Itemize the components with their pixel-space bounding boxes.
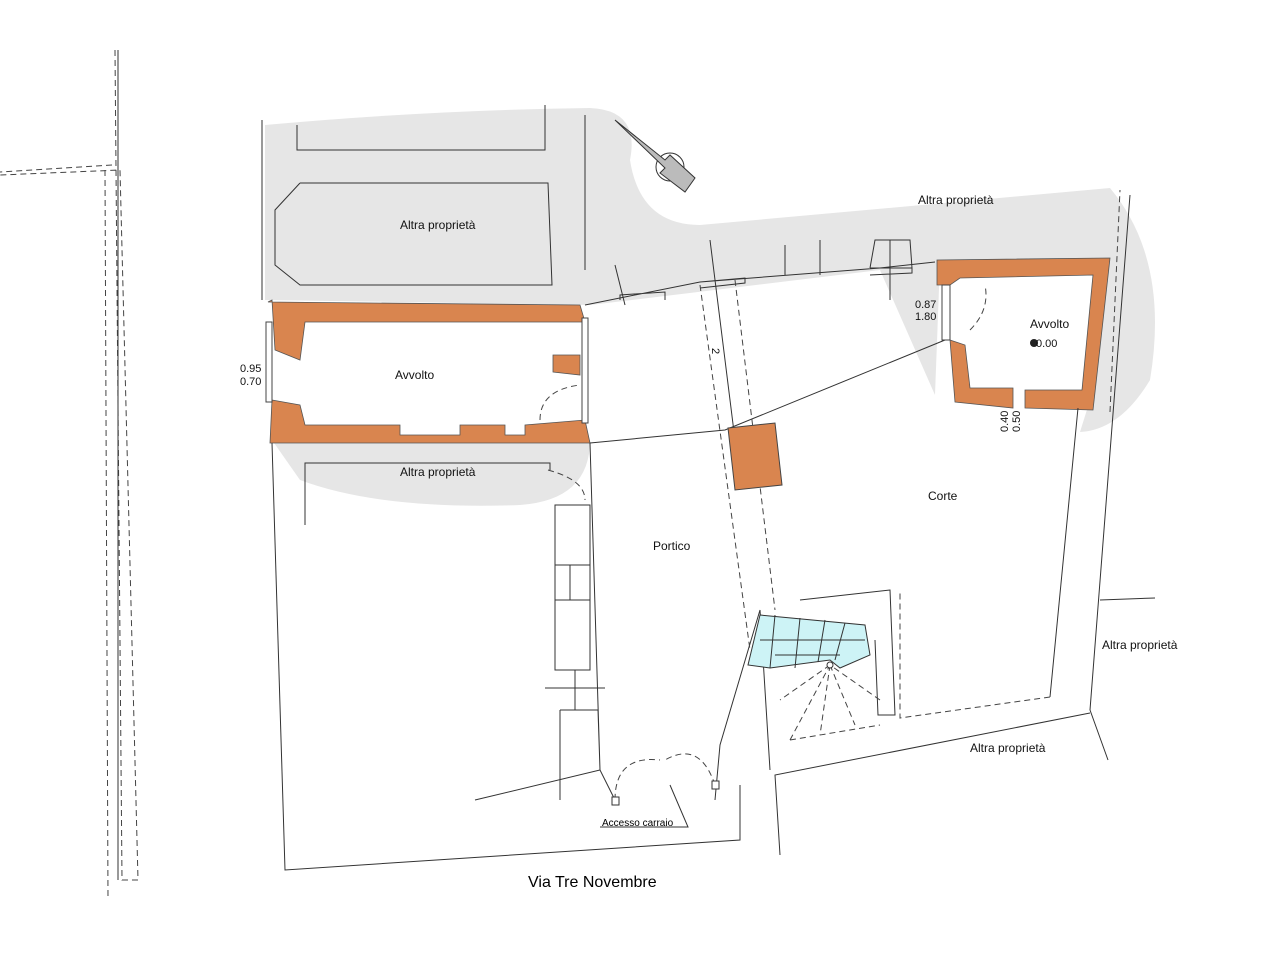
label-street: Via Tre Novembre <box>528 874 657 891</box>
label-avvolto-left: Avvolto <box>395 368 434 382</box>
corte-dashed <box>899 189 1121 719</box>
pillar <box>727 422 783 491</box>
neighbour-building-top <box>261 105 586 300</box>
compass-north-arrow-icon <box>614 119 696 193</box>
shared-area-mid <box>272 440 590 506</box>
door-swing-left <box>539 384 581 421</box>
neighbour-mid <box>271 339 946 871</box>
door-swing-mid <box>547 469 586 501</box>
gate-post-left <box>611 796 620 806</box>
gate-swing <box>614 753 716 801</box>
label-altra-mid-left: Altra proprietà <box>400 465 476 479</box>
door-swing-right <box>969 284 987 331</box>
dim-left-window-top: 0.95 <box>240 363 261 375</box>
elevation-marker-icon <box>1030 339 1038 347</box>
gate-post-right <box>711 780 720 790</box>
dim-left-window-bottom: 0.70 <box>240 376 261 388</box>
dim-right-door-b: 0.50 <box>1011 411 1023 432</box>
dim-right-window-bottom: 1.80 <box>915 311 936 323</box>
beam-mark: 2 <box>709 348 721 354</box>
accesso-pointer <box>600 784 689 828</box>
label-altra-top-left: Altra proprietà <box>400 218 476 232</box>
boundary-left <box>0 49 139 901</box>
label-altra-bottom-right: Altra proprietà <box>970 741 1046 755</box>
avvolto-left-walls <box>267 299 591 444</box>
shared-area-top <box>265 108 1155 432</box>
dim-elevation: 0.00 <box>1036 338 1057 350</box>
staircase <box>747 614 881 741</box>
stair-block <box>799 589 896 716</box>
beam-line <box>699 279 776 651</box>
dim-right-door-a: 0.40 <box>999 411 1011 432</box>
label-accesso: Accesso carraio <box>602 818 674 829</box>
label-altra-right: Altra proprietà <box>1102 638 1178 652</box>
dim-right-window-top: 0.87 <box>915 299 936 311</box>
corridor <box>584 239 936 441</box>
label-avvolto-right: Avvolto <box>1030 317 1069 331</box>
label-corte: Corte <box>928 489 958 503</box>
label-portico: Portico <box>653 539 691 553</box>
label-altra-top-right: Altra proprietà <box>918 193 994 207</box>
portico-walls <box>474 442 771 801</box>
avvolto-right-walls <box>936 257 1111 411</box>
corte-boundary <box>774 194 1156 856</box>
